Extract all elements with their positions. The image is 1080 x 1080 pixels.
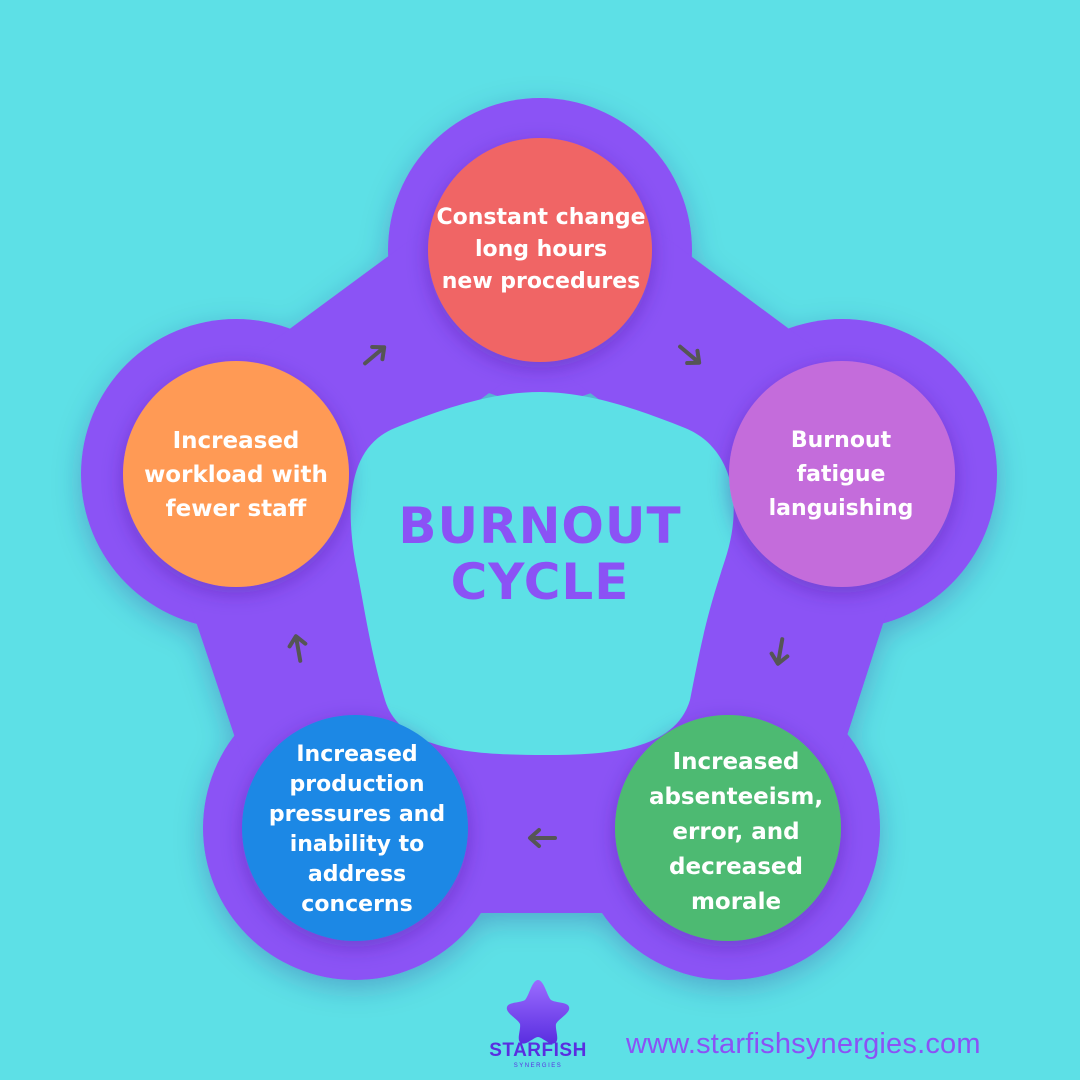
node-circle-increased-workload [123,361,349,587]
node-line: production [289,772,425,797]
node-line: concerns [301,892,413,917]
node-line: inability to [289,832,425,857]
title-line-1: BURNOUT [398,497,682,555]
node-line: pressures and [268,802,446,827]
node-line: Burnout [790,428,892,453]
node-circle-burnout [729,361,955,587]
arrow-icon [287,634,308,663]
node-line: decreased [669,854,803,880]
starfish-star-icon [506,980,570,1044]
node-line: absenteeism, [648,784,824,810]
diagram-title: BURNOUT CYCLE [390,498,690,610]
node-line: long hours [474,237,608,262]
node-line: fewer staff [165,496,307,522]
title-line-2: CYCLE [450,553,630,611]
cycle-arrows [287,344,790,848]
node-line: fatigue [796,462,886,487]
node-line: error, and [672,819,800,845]
node-burnout-fatigue: Burnout fatigue languishing [730,400,952,550]
node-line: languishing [768,496,914,521]
node-line: new procedures [441,269,641,294]
node-increased-workload: Increased workload with fewer staff [122,400,350,550]
node-production-pressures: Increased production pressures and inabi… [243,735,471,925]
node-circle-production-pressures [242,715,468,941]
node-line: workload with [144,462,328,488]
node-absenteeism: Increased absenteeism, error, and decrea… [620,745,852,920]
brand-name: STARFISH [489,1040,587,1061]
website-url[interactable]: www.starfishsynergies.com [626,1028,981,1060]
node-line: Increased [172,428,300,454]
arrow-icon [678,344,702,366]
node-circle-absenteeism [615,715,841,941]
ring-inner-hole [350,392,734,755]
node-line: address [307,862,407,887]
node-line: morale [690,889,782,915]
arrow-icon [363,344,387,366]
node-constant-change: Constant change long hours new procedure… [425,175,657,325]
arrow-icon [528,828,557,848]
node-line: Increased [296,742,418,767]
brand-tagline: SYNERGIES [513,1063,563,1069]
arrow-icon [769,637,790,666]
node-circle-constant-change [428,138,652,362]
node-line: Increased [672,749,800,775]
node-line: Constant change [436,205,646,230]
